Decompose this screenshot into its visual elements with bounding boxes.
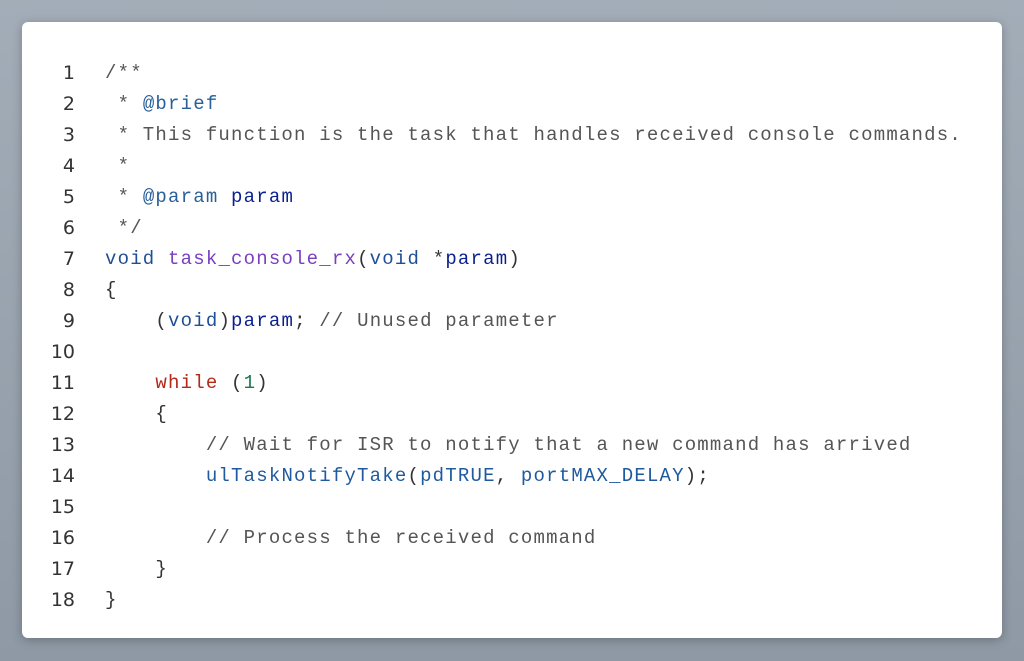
code-token: [105, 465, 206, 487]
code-token: [105, 372, 155, 394]
code-token: }: [105, 558, 169, 580]
line-number: 7: [62, 248, 75, 270]
code-token: task_console_rx: [168, 248, 358, 270]
line-number: 11: [50, 372, 75, 394]
line-number: 9: [62, 310, 75, 332]
code-token: param: [231, 310, 295, 332]
code-line: 12 {: [22, 399, 962, 430]
line-source: *: [105, 151, 130, 182]
code-token: *: [105, 93, 143, 115]
line-number: 5: [62, 186, 75, 208]
line-source: (void)param; // Unused parameter: [105, 306, 559, 337]
code-line: 18}: [22, 585, 962, 616]
line-number: 1: [62, 62, 75, 84]
code-line: 6 */: [22, 213, 962, 244]
code-token: void: [168, 310, 219, 332]
line-number: 17: [50, 558, 75, 580]
line-number: 2: [62, 93, 75, 115]
code-token: 1: [243, 372, 257, 394]
line-number: 10: [50, 341, 75, 363]
line-source: {: [105, 399, 168, 430]
code-token: *: [420, 248, 446, 270]
code-token: // Process the received command: [205, 527, 597, 549]
code-token: (: [357, 248, 370, 270]
code-token: * This function is the task that handles…: [105, 124, 962, 146]
code-token: param: [445, 248, 509, 270]
code-line: 16 // Process the received command: [22, 523, 962, 554]
line-source: while (1): [105, 368, 269, 399]
code-token: @brief: [142, 93, 219, 115]
code-token: ulTaskNotifyTake: [205, 465, 408, 487]
code-token: [105, 434, 206, 456]
code-token: {: [105, 403, 169, 425]
code-token: */: [105, 217, 143, 239]
code-token: }: [105, 589, 118, 611]
code-line: 14 ulTaskNotifyTake(pdTRUE, portMAX_DELA…: [22, 461, 962, 492]
line-source: ulTaskNotifyTake(pdTRUE, portMAX_DELAY);: [105, 461, 710, 492]
line-number: 16: [50, 527, 75, 549]
code-token: [105, 527, 206, 549]
code-token: void: [369, 248, 421, 270]
line-source: }: [105, 585, 118, 616]
code-token: ): [218, 310, 232, 332]
line-source: /**: [105, 58, 143, 89]
line-source: {: [105, 275, 118, 306]
code-line: 2 * @brief: [22, 89, 962, 120]
line-number: 8: [62, 279, 75, 301]
code-token: ;: [294, 310, 320, 332]
code-line: 1 /**: [22, 58, 962, 89]
line-source: * This function is the task that handles…: [105, 120, 962, 151]
line-source: * @param param: [105, 182, 294, 213]
code-token: // Wait for ISR to notify that a new com…: [205, 434, 912, 456]
code-token: pdTRUE: [420, 465, 496, 487]
line-source: }: [105, 554, 168, 585]
code-token: void: [105, 248, 156, 270]
line-source: void task_console_rx(void *param): [105, 244, 521, 275]
code-line: 17 }: [22, 554, 962, 585]
code-line: 8{: [22, 275, 962, 306]
code-token: portMAX_DELAY: [520, 465, 685, 487]
code-line: 15: [22, 492, 962, 523]
code-token: ): [508, 248, 521, 270]
line-number: 4: [62, 155, 75, 177]
code-token: /**: [105, 62, 143, 84]
code-line: 11 while (1): [22, 368, 962, 399]
code-line: 9 (void)param; // Unused parameter: [22, 306, 962, 337]
line-number: 18: [50, 589, 75, 611]
code-line: 13 // Wait for ISR to notify that a new …: [22, 430, 962, 461]
line-number: 3: [62, 124, 75, 146]
code-token: [155, 248, 168, 270]
line-number: 14: [50, 465, 75, 487]
code-token: );: [684, 465, 710, 487]
line-number: 6: [62, 217, 75, 239]
line-source: // Wait for ISR to notify that a new com…: [105, 430, 912, 461]
line-source: // Process the received command: [105, 523, 597, 554]
line-number: 13: [50, 434, 75, 456]
code-token: *: [105, 155, 131, 177]
code-token: // Unused parameter: [319, 310, 559, 332]
code-line: 3 * This function is the task that handl…: [22, 120, 962, 151]
code-token: (: [218, 372, 244, 394]
code-token: param: [231, 186, 295, 208]
line-source: * @brief: [105, 89, 218, 120]
code-token: @param: [142, 186, 219, 208]
code-token: (: [105, 310, 169, 332]
code-token: ): [256, 372, 269, 394]
line-number: 15: [50, 496, 75, 518]
code-token: *: [105, 186, 143, 208]
line-number: 12: [50, 403, 75, 425]
code-token: {: [105, 279, 118, 301]
code-token: [218, 186, 231, 208]
code-token: ,: [495, 465, 521, 487]
code-token: while: [155, 372, 219, 394]
code-line: 5 * @param param: [22, 182, 962, 213]
line-source: */: [105, 213, 143, 244]
code-line: 4 *: [22, 151, 962, 182]
code-line: 10: [22, 337, 962, 368]
code-token: (: [407, 465, 421, 487]
